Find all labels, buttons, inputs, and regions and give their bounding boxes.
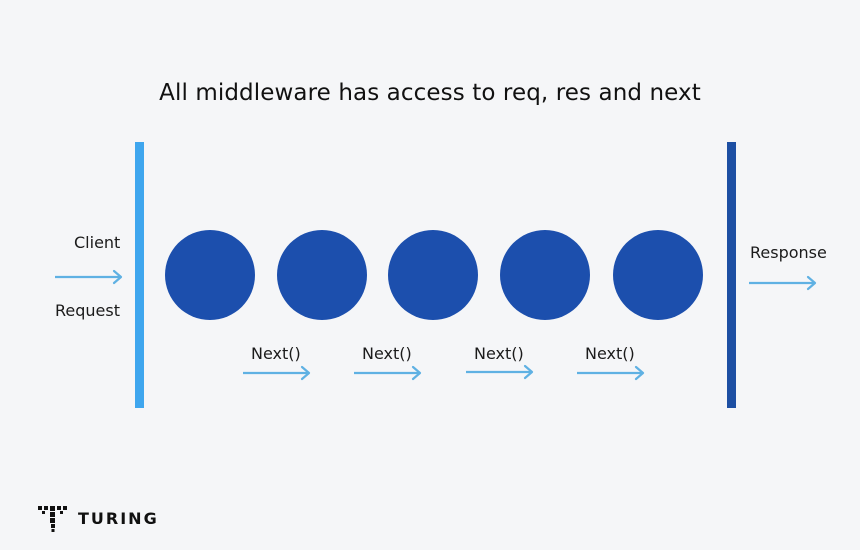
middleware-node-2 <box>277 230 367 320</box>
next-label-2: Next() <box>362 344 412 363</box>
request-arrow <box>55 269 123 285</box>
next-arrow-2 <box>354 365 422 381</box>
turing-logo-icon <box>38 506 67 532</box>
right-boundary-bar <box>727 142 736 408</box>
middleware-node-4 <box>500 230 590 320</box>
middleware-node-3 <box>388 230 478 320</box>
next-label-1: Next() <box>251 344 301 363</box>
middleware-node-5 <box>613 230 703 320</box>
client-label: Client <box>74 233 121 252</box>
next-arrow-1 <box>243 365 311 381</box>
request-label: Request <box>55 301 120 320</box>
next-arrow-4 <box>577 365 645 381</box>
next-label-4: Next() <box>585 344 635 363</box>
response-arrow <box>749 275 817 291</box>
left-boundary-bar <box>135 142 144 408</box>
middleware-node-1 <box>165 230 255 320</box>
next-arrow-3 <box>466 364 534 380</box>
response-label: Response <box>750 243 827 262</box>
diagram-title: All middleware has access to req, res an… <box>159 80 701 106</box>
brand-name: TURING <box>78 509 159 528</box>
next-label-3: Next() <box>474 344 524 363</box>
